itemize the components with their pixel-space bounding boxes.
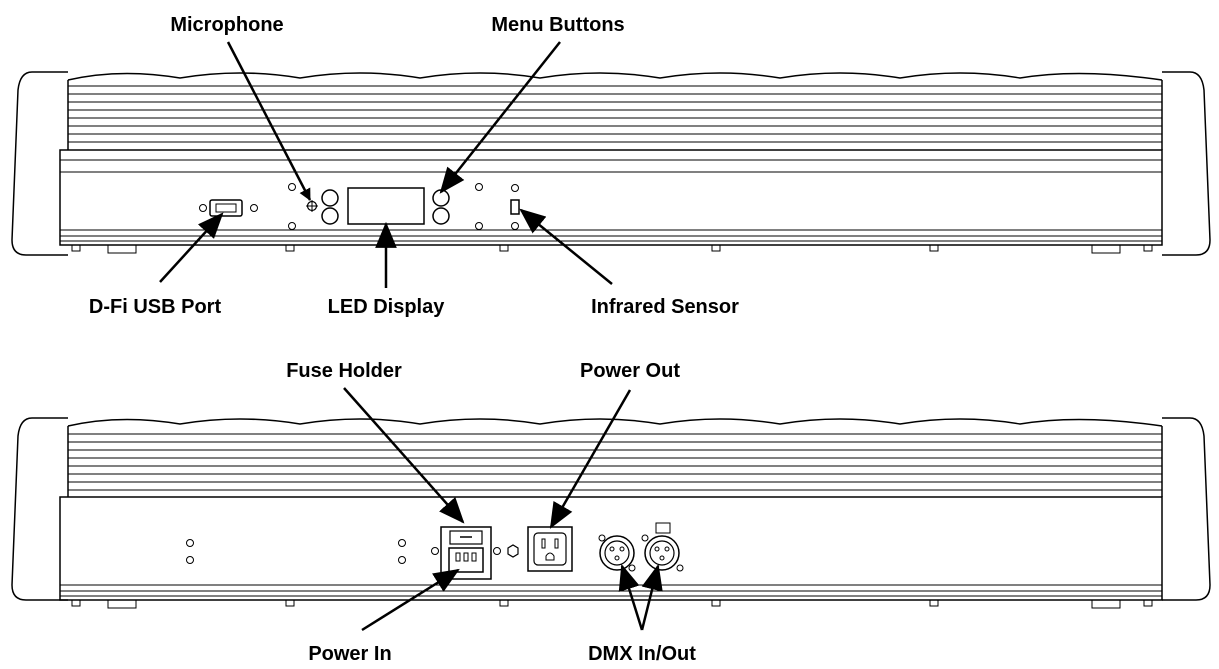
rear-lens-housing	[67, 418, 1163, 427]
menu-buttons-left	[321, 189, 339, 225]
menu-buttons-arrow	[439, 41, 561, 194]
rear-left-end-cap	[11, 417, 68, 601]
usb-port-icon	[199, 199, 258, 217]
panel-screws	[288, 183, 483, 230]
infrared-sensor-label: Infrared Sensor	[591, 296, 739, 318]
lens-ribs	[68, 85, 1162, 143]
top-callout-arrows	[159, 41, 613, 288]
fuse-holder-label: Fuse Holder	[286, 360, 402, 382]
hex-bolt-icon	[507, 544, 519, 558]
lens-housing	[67, 72, 1163, 81]
dmx-in-connector-icon	[598, 534, 636, 572]
rear-screws	[186, 539, 406, 564]
power-in-arrow	[361, 568, 460, 632]
rear-lens-ribs	[68, 433, 1162, 491]
power-out-arrow	[549, 389, 632, 529]
dmx-out-connector-icon	[641, 522, 684, 572]
rear-panel-view	[11, 417, 1211, 609]
power-out-socket-icon	[527, 526, 573, 572]
power-in-socket-icon	[431, 526, 501, 580]
left-end-cap	[11, 71, 68, 256]
power-in-label: Power In	[308, 643, 391, 665]
menu-buttons-right	[432, 189, 450, 225]
bottom-callout-arrows	[343, 387, 663, 632]
infrared-sensor-arrow	[519, 208, 613, 285]
rear-feet	[71, 599, 1153, 609]
feet	[71, 244, 1153, 254]
microphone-label: Microphone	[170, 14, 283, 36]
led-display-label: LED Display	[328, 296, 446, 318]
power-out-label: Power Out	[580, 360, 680, 382]
front-panel-view	[11, 71, 1211, 256]
dmx-out-arrow	[640, 563, 663, 631]
microphone-arrow	[226, 41, 312, 201]
led-display-screen	[347, 187, 425, 225]
menu-buttons-label: Menu Buttons	[491, 14, 624, 36]
fuse-holder-arrow	[343, 387, 465, 524]
infrared-sensor-icon	[510, 184, 520, 230]
dmx-label: DMX In/Out	[588, 643, 696, 665]
right-end-cap	[1162, 71, 1211, 256]
usb-port-label: D-Fi USB Port	[89, 296, 222, 318]
dmx-in-arrow	[618, 563, 644, 631]
rear-right-end-cap	[1162, 417, 1211, 601]
rear-body	[59, 496, 1163, 601]
front-body	[59, 149, 1163, 246]
microphone-icon	[306, 200, 318, 212]
usb-port-arrow	[159, 212, 224, 283]
